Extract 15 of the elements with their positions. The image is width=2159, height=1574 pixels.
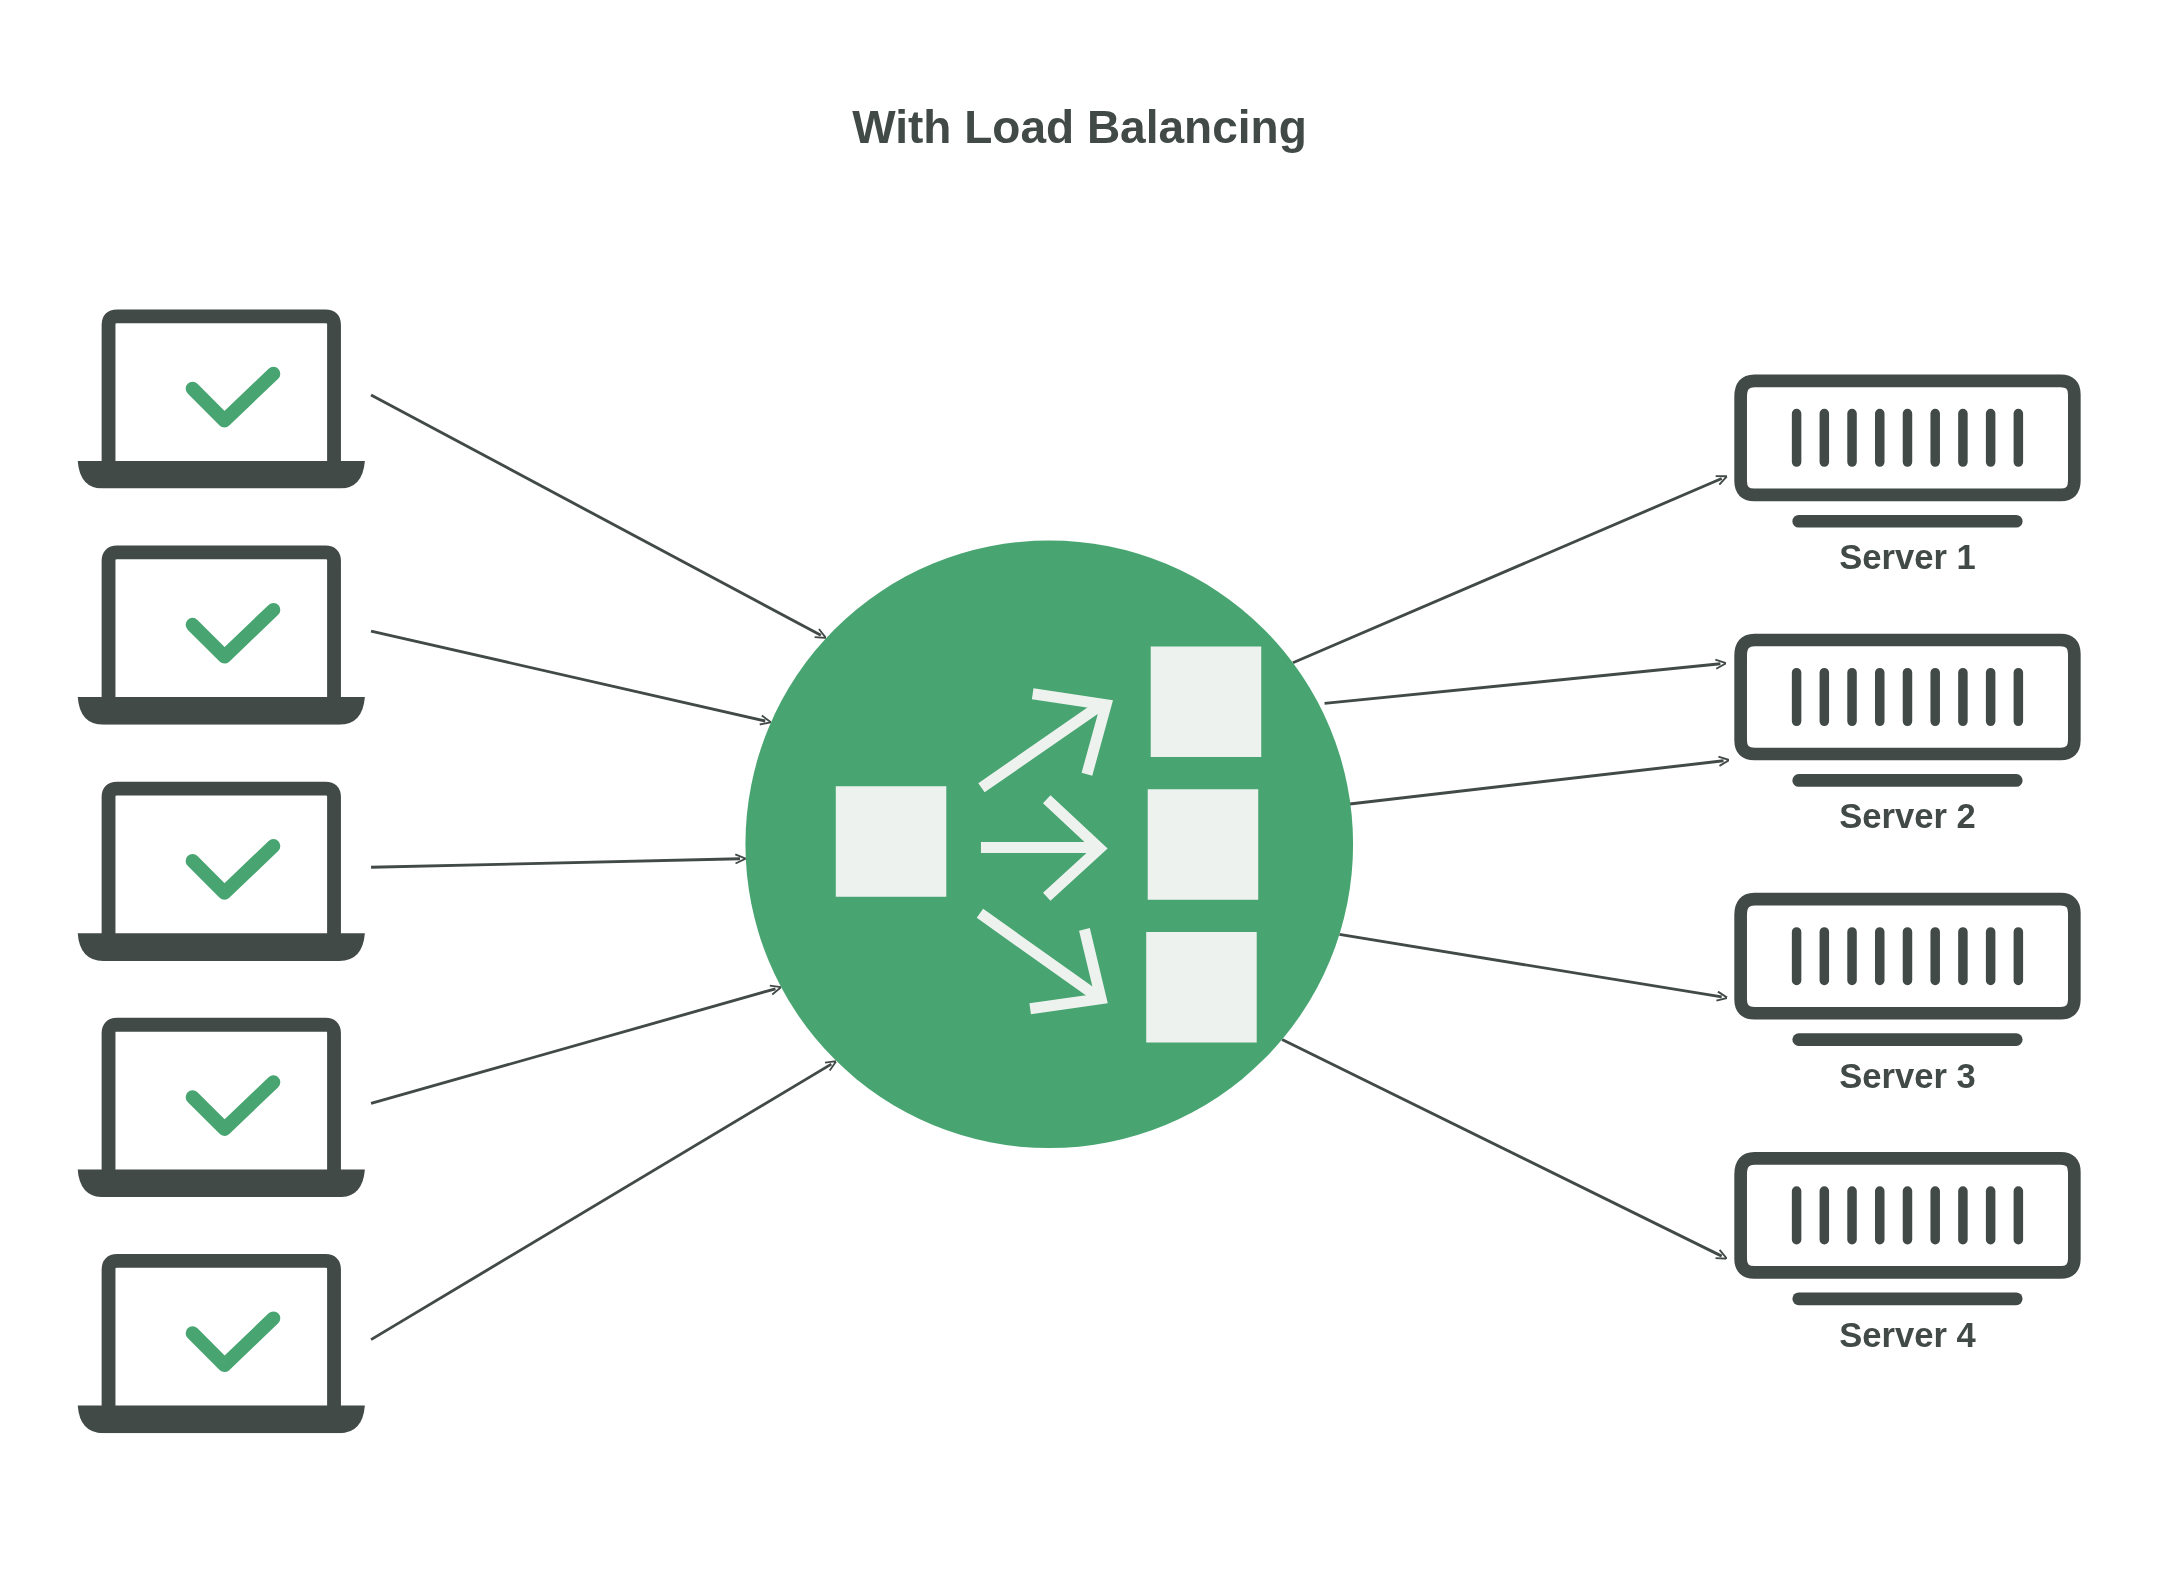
arrow [1324,658,1728,705]
arrow [370,1059,838,1341]
arrow [371,853,747,869]
arrow [1281,1037,1728,1260]
node-label: Server 3 [1839,1055,1976,1095]
arrow [1292,474,1728,664]
arrow [1349,755,1731,806]
node-label: Server 4 [1839,1314,1976,1354]
arrow [370,629,772,726]
arrow [370,984,782,1105]
title: With Load Balancing [852,100,1307,154]
node-label: Server 1 [1839,537,1976,577]
node-label: Server 2 [1839,796,1976,836]
arrow [370,393,827,639]
arrow [1339,932,1729,1002]
